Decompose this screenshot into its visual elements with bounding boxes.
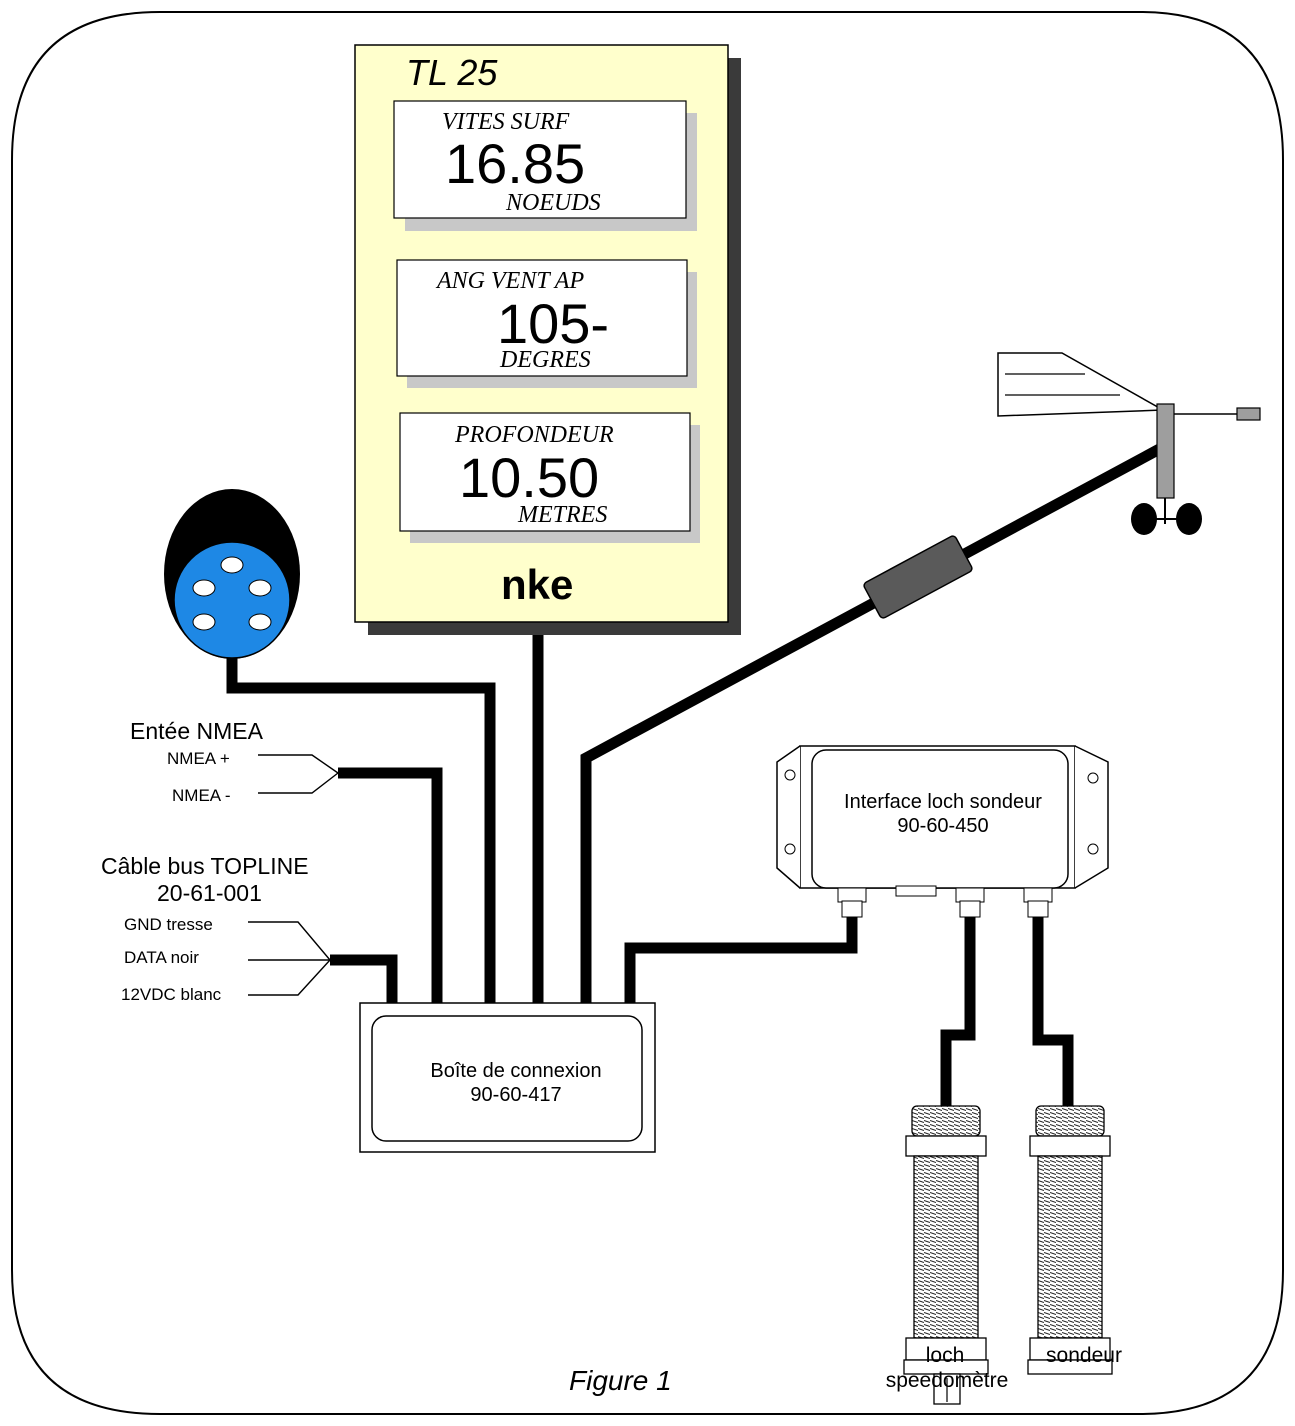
- wind-mast: [1156, 403, 1175, 499]
- cable-sondeur: [1032, 915, 1074, 1108]
- cable-interface: [624, 915, 858, 1003]
- inline-connector: [863, 535, 973, 619]
- screen-depth-label: PROFONDEUR: [454, 422, 614, 448]
- junction-box-name: Boîte de connexion: [430, 1060, 601, 1082]
- interface-socket: [955, 887, 985, 918]
- nmea-connector: [164, 489, 300, 659]
- screen-speed: [393, 100, 687, 219]
- interface-socket: [837, 887, 867, 918]
- wind-vane: [997, 352, 1166, 417]
- tl25-display: [354, 44, 741, 635]
- loch-transducer: [903, 1105, 989, 1405]
- bus-wires: [248, 921, 331, 996]
- nmea-input-wires: [258, 754, 339, 794]
- figure-caption: Figure 1: [569, 1365, 672, 1396]
- loch-sublabel: speedomètre: [886, 1369, 1009, 1392]
- connector-pin: [192, 613, 216, 631]
- screen-wind-angle-unit: DEGRES: [499, 347, 591, 373]
- screen-speed-label: VITES SURF: [442, 109, 570, 135]
- bus-wire-gnd: GND tresse: [124, 915, 213, 934]
- wind-sensor: [997, 352, 1261, 535]
- wind-counterweight: [1236, 407, 1261, 421]
- screen-wind-angle-value: 105-: [497, 292, 609, 355]
- nmea-plus-label: NMEA +: [167, 749, 230, 768]
- bus-reference: 20-61-001: [157, 880, 262, 906]
- screen-speed-value: 16.85: [445, 132, 585, 195]
- nmea-minus-label: NMEA -: [172, 786, 231, 805]
- cable-wind: [580, 441, 1168, 1003]
- bus-wire-data: DATA noir: [124, 948, 199, 967]
- nmea-title: Entée NMEA: [130, 718, 264, 744]
- cable-bus: [330, 954, 398, 1003]
- junction-box-reference: 90-60-417: [470, 1084, 561, 1106]
- interface-socket: [1023, 887, 1053, 918]
- connector-pin: [192, 579, 216, 597]
- screen-wind-angle: [396, 259, 688, 377]
- screen-depth-unit: METRES: [517, 502, 607, 528]
- anemometer-cup: [1176, 503, 1202, 535]
- loch-label: loch: [926, 1344, 965, 1367]
- anemometer-cup: [1131, 503, 1157, 535]
- sondeur-transducer: [1027, 1105, 1113, 1375]
- connector-pin: [248, 613, 272, 631]
- interface-reference: 90-60-450: [897, 815, 988, 837]
- cable-nmea-input: [338, 767, 443, 1003]
- display-brand: nke: [501, 561, 573, 608]
- sondeur-label: sondeur: [1046, 1344, 1122, 1367]
- interface-box: [776, 745, 1109, 918]
- cable-nmea-connector: [226, 650, 496, 1003]
- screen-speed-unit: NOEUDS: [505, 190, 601, 216]
- screen-wind-angle-label: ANG VENT AP: [435, 268, 584, 294]
- screen-depth-value: 10.50: [459, 446, 599, 509]
- cables: [226, 441, 1168, 1108]
- bus-title: Câble bus TOPLINE: [101, 853, 309, 879]
- connector-pin: [248, 579, 272, 597]
- interface-name: Interface loch sondeur: [844, 791, 1042, 813]
- screen-depth: [399, 412, 691, 532]
- connector-pin: [220, 556, 244, 574]
- outer-frame: [11, 11, 1284, 1415]
- cable-loch: [940, 915, 976, 1108]
- junction-box: [359, 1002, 656, 1153]
- bus-wire-power: 12VDC blanc: [121, 985, 222, 1004]
- display-model: TL 25: [406, 52, 498, 93]
